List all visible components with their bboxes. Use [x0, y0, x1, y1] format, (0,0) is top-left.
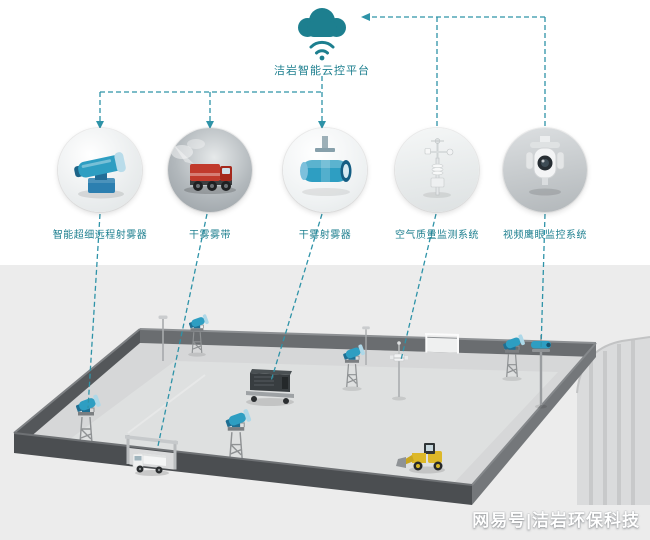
video-camera-image — [503, 128, 587, 212]
spray-truck-image — [168, 128, 252, 212]
left-wall — [13, 328, 141, 451]
fog-cannon-tower — [342, 344, 365, 391]
right-wall — [471, 342, 597, 505]
device-label: 干雾雾带 — [189, 230, 231, 241]
device-remote-fog-cannon: 智能超细远程射雾器 — [45, 128, 155, 241]
warehouse-building — [576, 336, 650, 505]
site-3d-scene-svg — [0, 265, 650, 540]
remote-fog-cannon-image — [58, 128, 142, 212]
platform-label: 洁岩智能云控平台 — [274, 65, 370, 77]
air-quality-station-icon — [423, 138, 454, 198]
fog-cannon-tower — [502, 334, 525, 381]
watermark: 网易号|洁岩环保科技 — [472, 511, 640, 530]
device-label: 干雾射雾器 — [298, 230, 352, 241]
dump-truck — [132, 453, 169, 476]
device-label: 视频鹰眼监控系统 — [503, 230, 587, 241]
cloud-platform — [285, 6, 359, 64]
device-label: 智能超细远程射雾器 — [52, 230, 148, 241]
wheel-loader — [396, 443, 445, 474]
dry-fog-machine — [246, 369, 294, 406]
remote-fog-cannon-icon — [74, 152, 126, 199]
ptz-camera-icon — [525, 136, 565, 196]
air-quality-monitor-image — [395, 128, 479, 212]
device-video-camera: 视频鹰眼监控系统 — [490, 128, 600, 241]
dry-fog-sprayer-icon — [300, 136, 352, 196]
device-spray-truck: 干雾雾带 — [155, 128, 265, 241]
spray-truck-icon — [171, 139, 236, 194]
light-pole — [362, 326, 370, 365]
dry-fog-sprayer-image — [283, 128, 367, 212]
device-label: 空气质量监测系统 — [395, 230, 479, 241]
back-gate-opening — [426, 337, 458, 353]
cloud-wifi-icon — [298, 8, 346, 61]
device-dry-fog-sprayer: 干雾射雾器 — [270, 128, 380, 241]
site-3d-scene — [0, 265, 650, 540]
device-air-quality-monitor: 空气质量监测系统 — [382, 128, 492, 241]
